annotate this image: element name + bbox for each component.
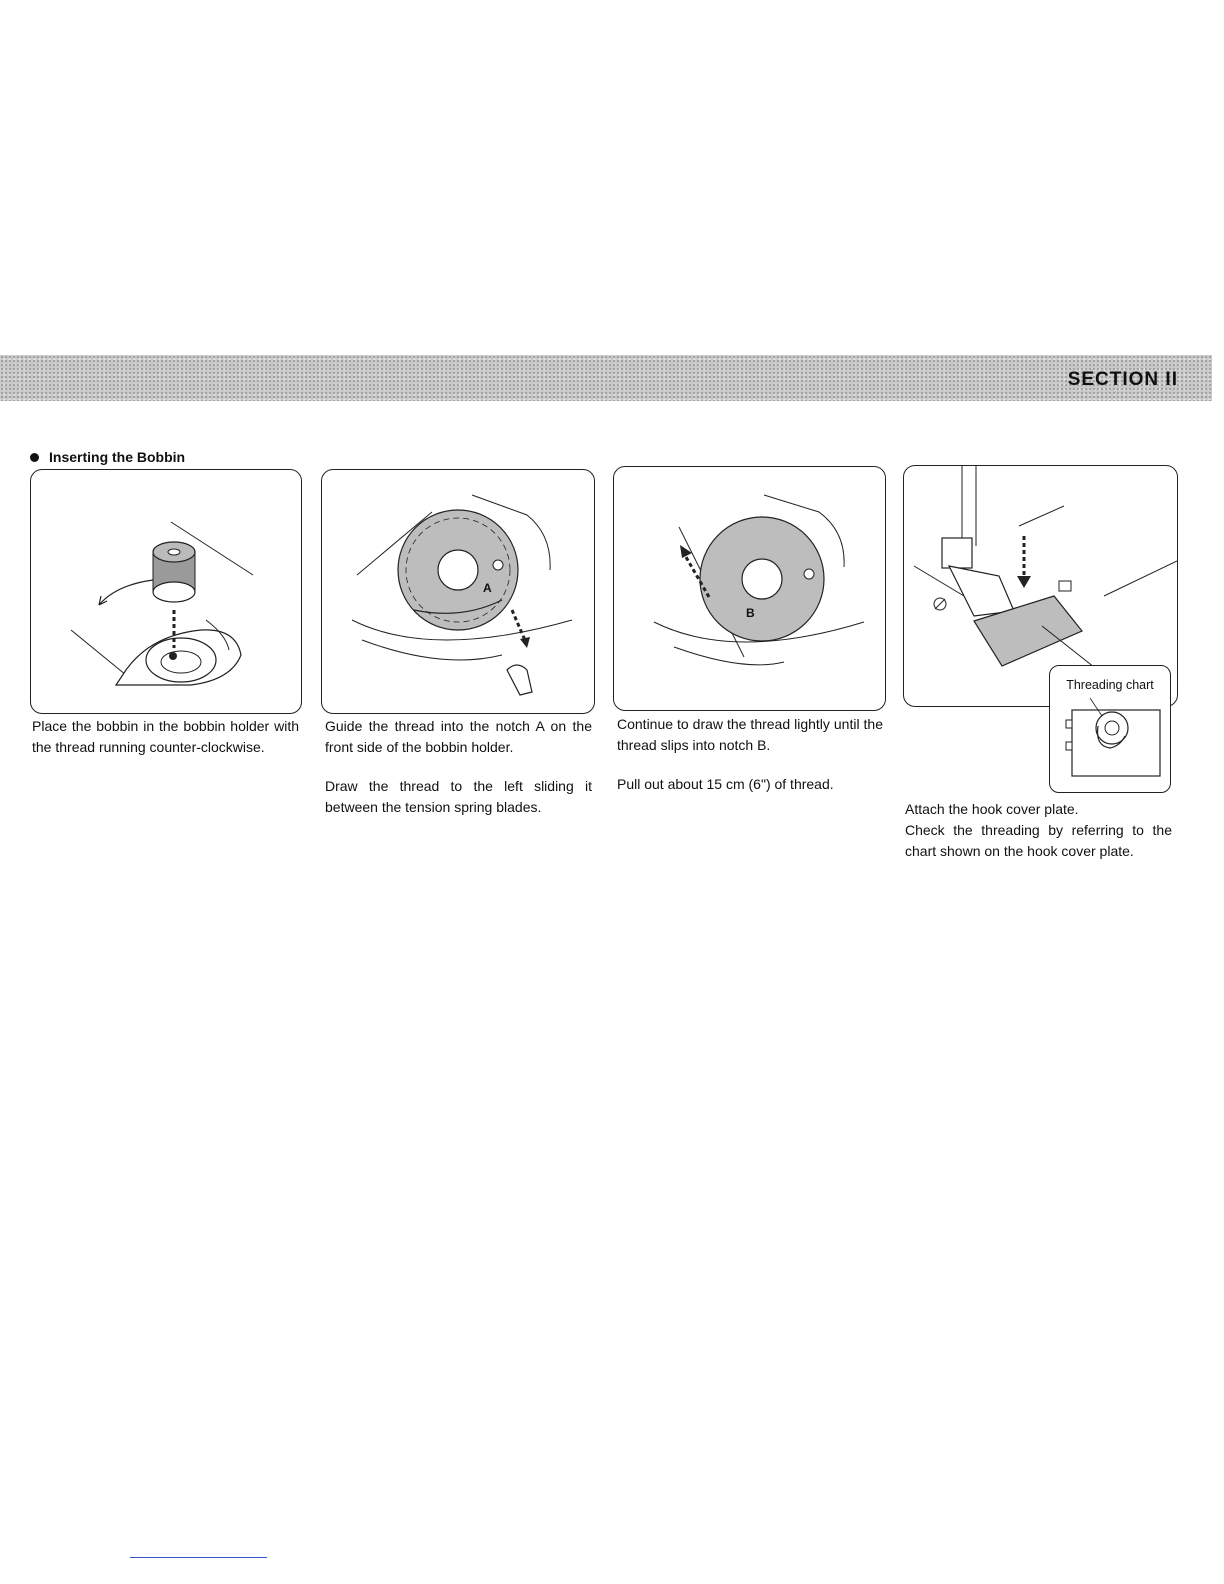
illustration-step-3: B	[613, 466, 886, 711]
caption-step-4: Attach the hook cover plate. Check the t…	[905, 799, 1172, 862]
caption-step-3: Continue to draw the thread lightly unti…	[617, 714, 883, 795]
notch-b-label: B	[746, 606, 755, 620]
section-banner: SECTION II	[0, 355, 1212, 401]
caption-step-1: Place the bobbin in the bobbin holder wi…	[32, 716, 299, 758]
illustration-step-2: A	[321, 469, 595, 714]
bullet-icon	[30, 452, 39, 462]
heading-title: Inserting the Bobbin	[49, 449, 186, 465]
bobbin-holder-drawing	[70, 521, 254, 686]
threading-chart-inset: Threading chart	[1049, 665, 1171, 793]
caption-step-2-text-1: Guide the thread into the notch A on the…	[325, 718, 592, 755]
thread-notch-b-drawing: B	[653, 494, 865, 666]
notch-a-label: A	[483, 581, 492, 595]
caption-step-4-text-2: Check the threading by referring to the …	[905, 822, 1172, 859]
caption-step-4-text-1: Attach the hook cover plate.	[905, 801, 1079, 817]
threading-chart-drawing	[1065, 697, 1161, 777]
hook-cover-plate-drawing	[913, 466, 1177, 672]
footer-rule	[130, 1557, 267, 1558]
section-label: SECTION II	[1067, 369, 1178, 390]
thread-notch-a-drawing: A	[351, 494, 573, 696]
section-heading: Inserting the Bobbin	[30, 449, 185, 465]
caption-step-3-text-2: Pull out about 15 cm (6") of thread.	[617, 776, 834, 792]
caption-step-2-text-2: Draw the thread to the left sliding it b…	[325, 778, 592, 815]
illustration-step-1	[30, 469, 302, 714]
caption-step-3-text-1: Continue to draw the thread lightly unti…	[617, 716, 883, 753]
caption-step-1-text: Place the bobbin in the bobbin holder wi…	[32, 718, 299, 755]
caption-step-2: Guide the thread into the notch A on the…	[325, 716, 592, 818]
threading-chart-label: Threading chart	[1066, 678, 1154, 692]
